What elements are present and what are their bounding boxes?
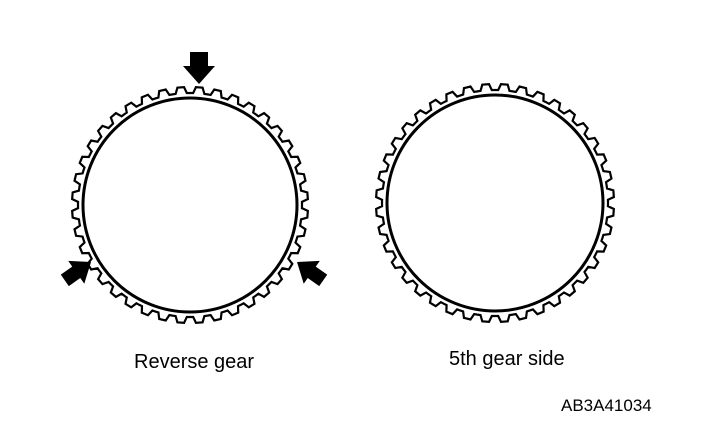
arrow-top-icon <box>183 52 215 84</box>
arrow-lower-left-icon <box>60 260 91 287</box>
fifth-gear-side-ring <box>374 82 616 324</box>
fifth-gear-inner-circle <box>385 93 605 313</box>
arrow-lower-right-icon <box>297 260 328 287</box>
reverse-gear-teeth <box>70 85 310 325</box>
fifth-gear-teeth <box>374 82 616 324</box>
reverse-gear-inner-circle <box>81 96 299 314</box>
fifth-gear-side-caption: 5th gear side <box>449 348 565 370</box>
reverse-gear-ring <box>70 85 310 325</box>
reverse-gear-caption: Reverse gear <box>134 351 255 373</box>
figure-code: AB3A41034 <box>561 396 652 415</box>
